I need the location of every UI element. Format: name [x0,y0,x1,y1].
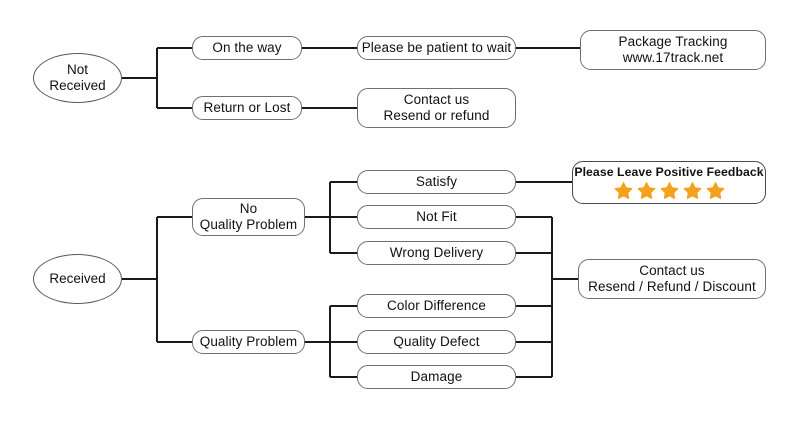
node-no-quality-problem[interactable]: No Quality Problem [192,198,305,236]
node-contact-resend-refund-discount-line2: Resend / Refund / Discount [588,279,756,294]
node-not-received-line1: Not [66,61,88,77]
node-return-or-lost-label: Return or Lost [203,100,291,116]
node-color-difference[interactable]: Color Difference [357,294,516,318]
node-contact-resend-refund-line2: Resend or refund [383,108,490,123]
node-contact-resend-refund[interactable]: Contact us Resend or refund [357,88,516,128]
node-on-the-way-label: On the way [212,40,282,56]
node-received[interactable]: Received [33,254,122,304]
node-quality-problem[interactable]: Quality Problem [192,330,305,354]
node-received-label: Received [49,270,106,286]
star-icon[interactable] [614,181,633,200]
node-contact-resend-refund-discount-line1: Contact us [639,263,705,279]
node-quality-defect-label: Quality Defect [393,334,480,350]
node-contact-resend-refund-discount[interactable]: Contact us Resend / Refund / Discount [578,259,766,299]
node-positive-feedback[interactable]: Please Leave Positive Feedback [572,161,766,204]
node-wrong-delivery[interactable]: Wrong Delivery [357,241,516,265]
star-icon[interactable] [660,181,679,200]
node-return-or-lost[interactable]: Return or Lost [192,96,302,120]
node-please-be-patient-label: Please be patient to wait [361,40,512,56]
node-not-fit-label: Not Fit [416,209,457,225]
star-icon[interactable] [706,181,725,200]
node-contact-resend-refund-line1: Contact us [403,92,470,108]
node-color-difference-label: Color Difference [387,298,486,314]
node-no-quality-problem-line2: Quality Problem [199,217,298,232]
node-not-fit[interactable]: Not Fit [357,205,516,229]
node-quality-defect[interactable]: Quality Defect [357,330,516,354]
node-damage-label: Damage [410,369,463,385]
star-rating[interactable] [614,181,725,200]
star-icon[interactable] [683,181,702,200]
node-satisfy[interactable]: Satisfy [357,170,516,194]
node-not-received[interactable]: Not Received [33,53,122,103]
node-no-quality-problem-line1: No [239,201,258,217]
node-satisfy-label: Satisfy [415,174,458,190]
feedback-label: Please Leave Positive Feedback [574,165,764,180]
star-icon[interactable] [637,181,656,200]
node-quality-problem-label: Quality Problem [199,334,298,350]
node-not-received-line2: Received [49,78,106,93]
node-on-the-way[interactable]: On the way [192,36,302,60]
node-wrong-delivery-label: Wrong Delivery [389,245,484,261]
node-damage[interactable]: Damage [357,365,516,389]
node-please-be-patient[interactable]: Please be patient to wait [357,36,516,60]
node-package-tracking-line2: www.17track.net [622,50,724,65]
node-package-tracking-line1: Package Tracking [618,34,728,50]
node-package-tracking[interactable]: Package Tracking www.17track.net [580,30,766,70]
